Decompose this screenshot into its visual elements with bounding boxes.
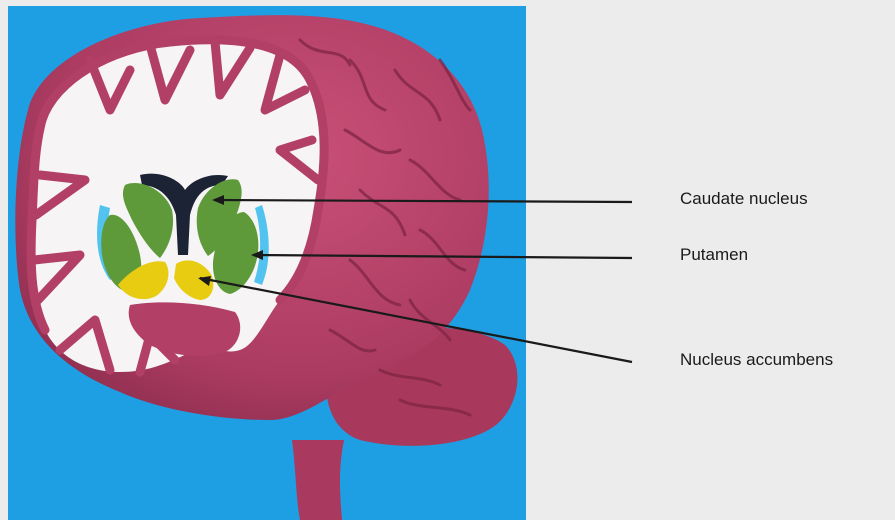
putamen-label: Putamen bbox=[680, 245, 748, 265]
caudate-nucleus-label: Caudate nucleus bbox=[680, 189, 808, 209]
brainstem bbox=[292, 440, 344, 520]
nucleus-accumbens-label: Nucleus accumbens bbox=[680, 350, 833, 370]
